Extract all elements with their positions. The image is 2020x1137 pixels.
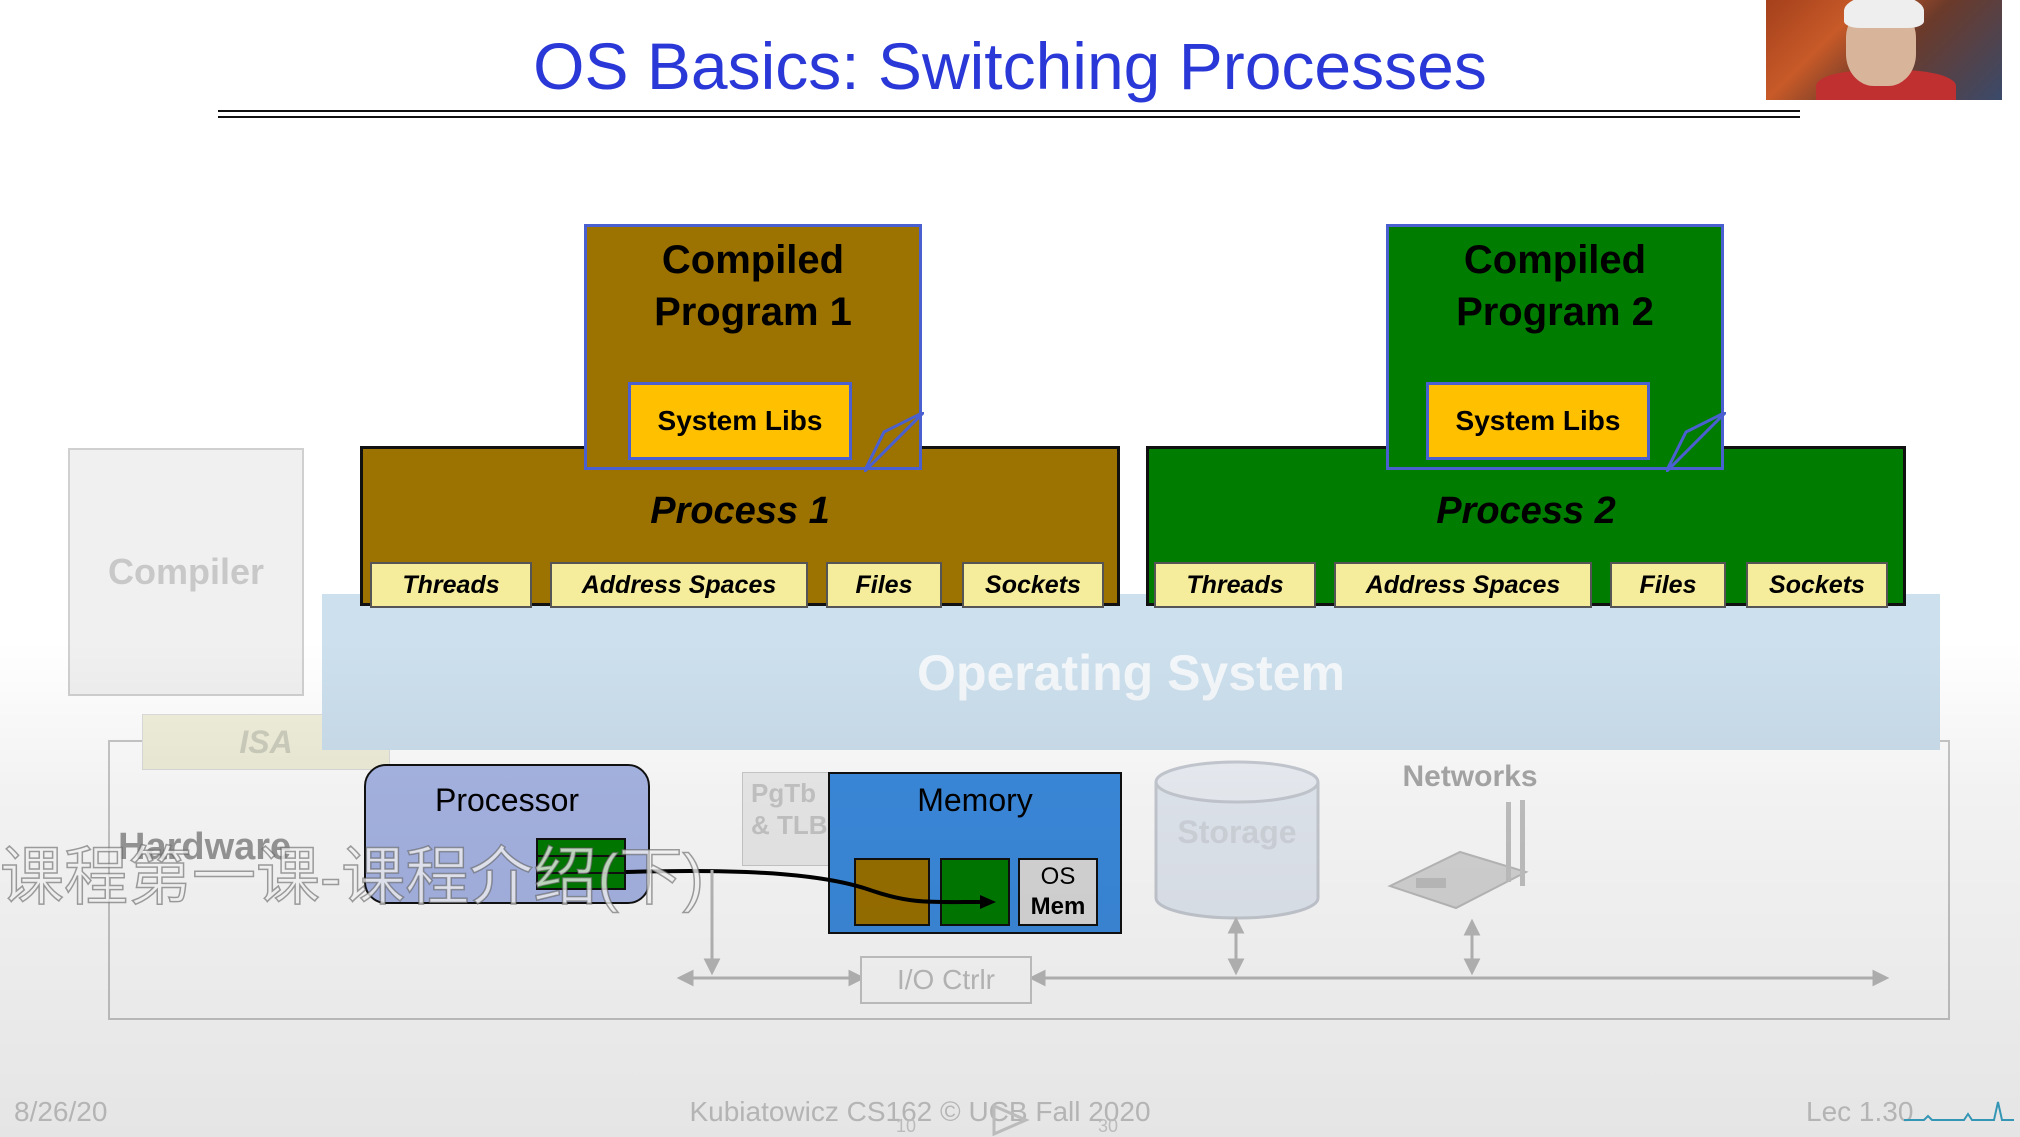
video-subtitle: 课程第一课-课程介绍(下) (0, 840, 705, 914)
io-bus-lines (676, 870, 1890, 987)
webcam-video (1766, 0, 2002, 100)
slide-title: OS Basics: Switching Processes (533, 29, 1487, 103)
footer-lecture: Lec 1.30 (1806, 1096, 1914, 1127)
process-2-files: Files (1610, 562, 1726, 608)
process-2-threads: Threads (1154, 562, 1316, 608)
hardware-label: Hardware (118, 826, 292, 868)
context-switch-arrow (625, 868, 996, 909)
memory-process-2 (940, 858, 1010, 926)
process-2-sockets: Sockets (1746, 562, 1888, 608)
process-1-address-spaces: Address Spaces (550, 562, 808, 608)
title-rule-secondary (218, 116, 1800, 118)
forward-30-button[interactable]: 30 (1098, 1116, 1119, 1136)
compiler-box: Compiler (68, 448, 304, 696)
operating-system-band (322, 594, 1940, 750)
process-2-label: Process 2 (1436, 490, 1616, 532)
processor-label: Processor (434, 782, 580, 818)
page-table-tlb: PgTb & TLB (742, 772, 842, 866)
rewind-10-button[interactable]: 10 (896, 1116, 917, 1136)
compiled-program-2-label: Compiled Program 2 (1456, 238, 1654, 334)
register-file (536, 838, 626, 890)
process-2-address-spaces: Address Spaces (1334, 562, 1592, 608)
memory-process-1 (854, 858, 930, 926)
process-1-sockets: Sockets (962, 562, 1104, 608)
network-card-icon (1387, 800, 1529, 910)
audio-level-icon (1904, 1101, 2014, 1121)
storage-label: Storage (1177, 814, 1297, 850)
title-rule (218, 110, 1800, 112)
process-1-threads: Threads (370, 562, 532, 608)
storage-cylinder-icon (1154, 760, 1320, 920)
os-memory: OS Mem (1018, 858, 1098, 926)
networks-label: Networks (1402, 760, 1538, 793)
page-fold-icon (1666, 412, 1726, 472)
page-fold-icon (864, 412, 924, 472)
footer-course: Kubiatowicz CS162 © UCB Fall 2020 (689, 1096, 1151, 1127)
io-controller: I/O Ctrlr (860, 956, 1032, 1004)
operating-system-label: Operating System (917, 645, 1345, 701)
process-1-label: Process 1 (650, 490, 830, 532)
play-icon[interactable] (990, 1104, 1030, 1136)
footer-date: 8/26/20 (14, 1096, 108, 1127)
process-1-files: Files (826, 562, 942, 608)
system-libs-2: System Libs (1426, 382, 1650, 460)
system-libs-1: System Libs (628, 382, 852, 460)
memory-label: Memory (917, 782, 1033, 818)
compiled-program-1-label: Compiled Program 1 (654, 238, 852, 334)
